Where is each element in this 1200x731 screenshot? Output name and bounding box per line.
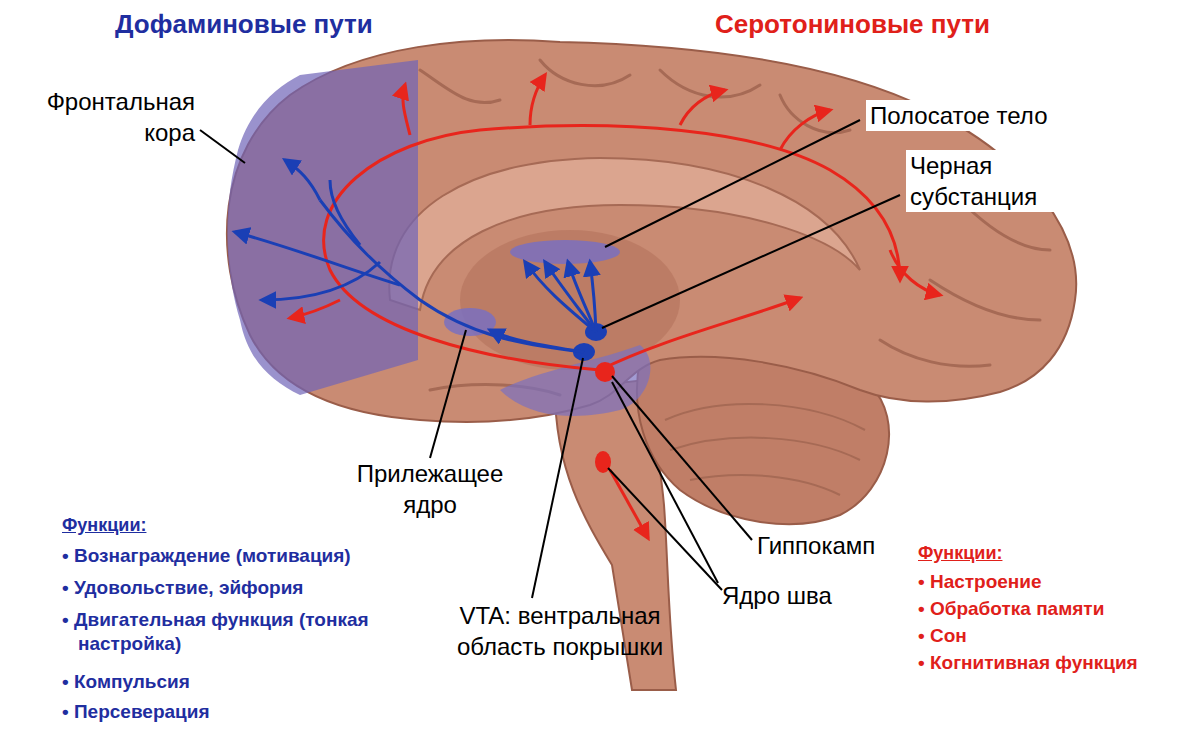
function-item: • Компульсия [62,670,190,695]
structure-label: Гиппокамп [757,530,875,561]
structure-label: Полосатое тело [866,100,1052,131]
function-item: • Вознаграждение (мотивация) [62,544,351,569]
serotonin-pathways [290,75,940,538]
function-heading: Функции: [62,514,146,537]
structure-label: Прилежащее ядро [340,458,520,520]
cerebellum-folia [665,404,865,495]
function-item: • Персеверация [62,700,210,725]
function-item: • Удовольствие, эйфория [62,576,303,601]
section-title: Серотониновые пути [715,8,990,42]
striatum [510,240,620,264]
section-title: Дофаминовые пути [115,8,373,42]
cerebrum [227,40,1076,422]
dopamine-pathways [235,160,596,352]
structure-label: Фронтальная кора [20,86,195,148]
structure-label: VTA: вентральная область покрышки [425,600,695,662]
function-heading: Функции: [918,542,1002,565]
nucleus-accumbens [444,308,496,336]
frontal-cortex-area [227,60,418,395]
function-item: • Обработка памяти [918,597,1104,622]
function-item: • Настроение [918,570,1042,595]
structure-label: Ядро шва [722,580,832,611]
structure-label: Черная субстанция [906,150,1094,212]
raphe-nucleus [595,362,615,382]
leader-lines [200,120,900,598]
function-item: • Когнитивная функция [918,651,1138,676]
function-item: • Сон [918,624,967,649]
function-item: • Двигательная функция (тонкая настройка… [62,608,378,656]
